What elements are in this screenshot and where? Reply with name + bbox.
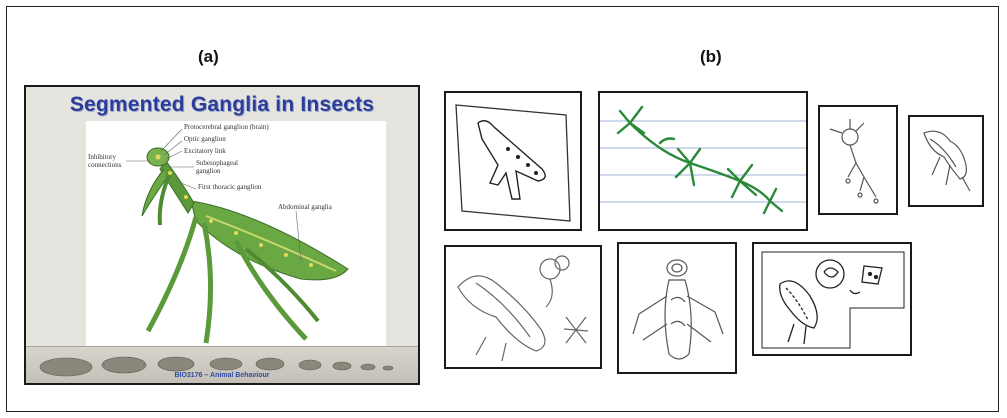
drawing-insect-flower (444, 245, 602, 369)
praying-mantis-illustration (86, 121, 386, 349)
annotation-optic: Optic ganglion (184, 135, 226, 143)
drawing-insect-top-view (617, 242, 737, 374)
sketch-small-insect (910, 117, 982, 205)
sketch-mantis-outline (446, 93, 580, 229)
sketch-neurons-lined-paper (600, 93, 806, 229)
panel-a-label: (a) (198, 47, 219, 67)
sketch-insect-top-view (619, 244, 735, 372)
slide-footer: BIO3176 – Animal Behaviour (26, 372, 418, 379)
annotation-abdominal: Abdominal ganglia (278, 203, 332, 211)
sketch-insect-with-eye (754, 244, 910, 354)
annotation-subesophageal: Subesophageal ganglion (196, 159, 256, 175)
lecture-slide: Segmented Ganglia in Insects (24, 85, 420, 385)
sketch-insect-with-flower (446, 247, 600, 367)
annotation-first-thoracic: First thoracic ganglion (198, 183, 261, 191)
panel-b-label: (b) (700, 47, 722, 67)
drawing-small-insect (908, 115, 984, 207)
drawing-green-neurons (598, 91, 808, 231)
drawing-small-neuron (818, 105, 898, 215)
annotation-protocerebral: Protocerebral ganglion (brain) (184, 123, 269, 131)
annotation-inhibitory: Inhibitory connections (88, 153, 128, 169)
sketch-small-neuron (820, 107, 896, 213)
slide-figure-area (86, 121, 386, 349)
drawing-insect-with-eye (752, 242, 912, 356)
slide-title: Segmented Ganglia in Insects (26, 93, 418, 117)
drawing-mantis-outline (444, 91, 582, 231)
annotation-excitatory: Excitatory link (184, 147, 226, 155)
